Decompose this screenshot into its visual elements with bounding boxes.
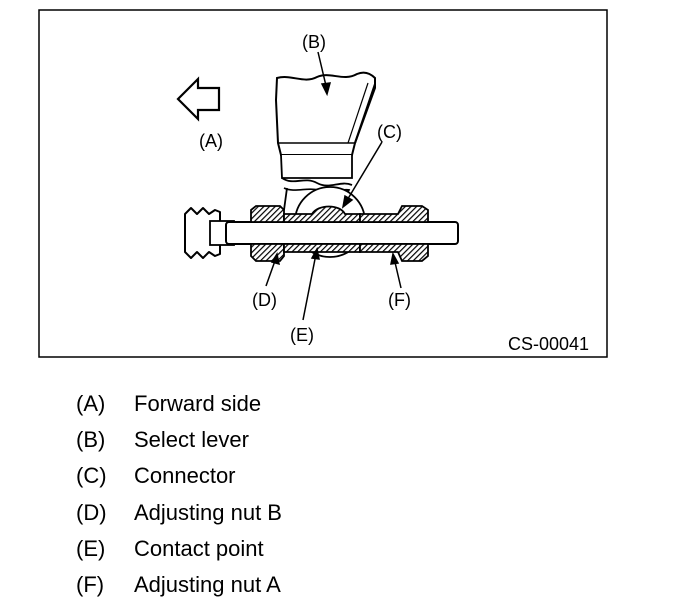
legend-list: (A) Forward side (B) Select lever (C) Co… [76, 386, 282, 603]
legend-item-connector: (C) Connector [76, 458, 282, 494]
legend-code: (F) [76, 572, 105, 598]
contact-point [283, 205, 361, 253]
callout-a: (A) [199, 131, 223, 151]
legend-code: (E) [76, 535, 106, 561]
legend-text: Forward side [134, 391, 262, 417]
adjusting-nut-a [359, 205, 429, 262]
callout-b: (B) [302, 32, 326, 52]
callout-d: (D) [252, 290, 277, 310]
legend-item-adjusting-nut-b: (D) Adjusting nut B [76, 495, 282, 531]
legend-code: (B) [76, 427, 106, 453]
legend-item-select-lever: (B) Select lever [76, 422, 282, 458]
control-rod [225, 221, 459, 245]
figure-frame [38, 9, 608, 358]
legend-text: Adjusting nut A [134, 572, 281, 598]
leader-lines [265, 51, 402, 321]
callout-e: (E) [290, 325, 314, 345]
figure: (B) (A) (C) (D) (E) (F) CS-00041 [38, 9, 608, 358]
figure-id: CS-00041 [508, 334, 589, 354]
legend-text: Select lever [134, 427, 249, 453]
legend-text: Contact point [134, 535, 264, 561]
forward-arrow-icon [176, 76, 221, 122]
callout-c: (C) [377, 122, 402, 142]
legend-item-forward-side: (A) Forward side [76, 386, 282, 422]
legend-code: (A) [76, 391, 106, 417]
legend-item-contact-point: (E) Contact point [76, 531, 282, 567]
callout-f: (F) [388, 290, 411, 310]
legend-text: Adjusting nut B [134, 499, 282, 525]
legend-code: (C) [76, 463, 107, 489]
legend-code: (D) [76, 499, 107, 525]
legend-item-adjusting-nut-a: (F) Adjusting nut A [76, 567, 282, 603]
legend-text: Connector [134, 463, 236, 489]
